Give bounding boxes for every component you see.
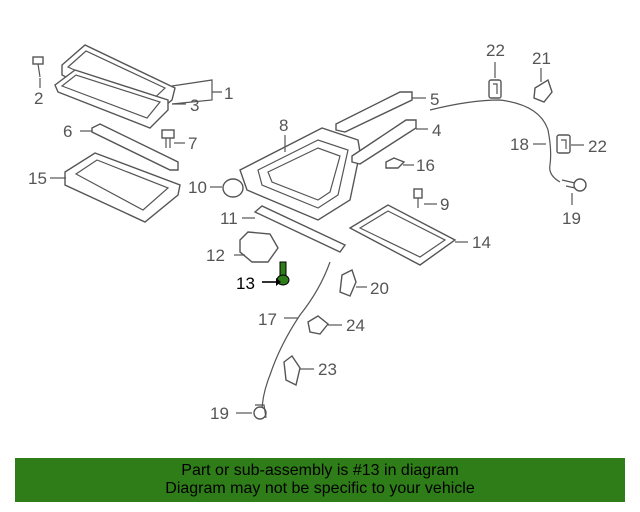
callout-8: 8 [279, 116, 288, 135]
banner-line-1: Part or sub-assembly is #13 in diagram [181, 462, 459, 479]
deflector-part-6 [91, 123, 179, 171]
banner-line-2: Diagram may not be specific to your vehi… [165, 480, 475, 497]
callout-21: 21 [532, 49, 551, 68]
frame-part-8 [239, 127, 361, 221]
callout-18: 18 [510, 135, 529, 154]
guide-rail-part-5 [335, 91, 413, 133]
callout-24: 24 [346, 316, 365, 335]
callout-1: 1 [224, 84, 233, 103]
bolt-part-9 [413, 188, 423, 208]
leader-13-arrow [276, 278, 281, 286]
callout-22-right: 22 [588, 137, 607, 156]
leader-1 [171, 79, 222, 105]
callout-23: 23 [318, 360, 337, 379]
glass-part-14 [348, 204, 457, 266]
callout-5: 5 [430, 90, 439, 109]
cable-end-part-19-lower [253, 404, 267, 420]
callout-7: 7 [188, 134, 197, 153]
callout-16: 16 [416, 156, 435, 175]
clip-part-22-top [488, 79, 502, 99]
callout-20: 20 [370, 279, 389, 298]
callout-3: 3 [190, 96, 199, 115]
callout-9: 9 [440, 195, 449, 214]
info-banner: Part or sub-assembly is #13 in diagram D… [15, 458, 625, 502]
callout-19-lower: 19 [210, 404, 229, 423]
callout-22-top: 22 [486, 41, 505, 60]
callout-12: 12 [206, 246, 225, 265]
cable-part-17 [261, 261, 331, 413]
bracket-part-16 [385, 157, 406, 169]
callout-2: 2 [34, 89, 43, 108]
clip-part-21 [533, 78, 553, 103]
cable-end-part-19-upper [561, 178, 587, 192]
bracket-part-24 [307, 315, 329, 335]
glass-seal-part-3 [54, 69, 169, 129]
bumper-part-10 [222, 178, 244, 198]
callout-14: 14 [472, 233, 491, 252]
callout-10: 10 [188, 178, 207, 197]
sunshade-part-15 [64, 152, 181, 223]
bolt-part-2 [32, 56, 44, 78]
bracket-part-23 [283, 354, 301, 387]
callout-11: 11 [220, 209, 238, 228]
callout-13[interactable]: 13 [236, 274, 255, 293]
parts-diagram: 1 3 2 6 7 15 10 8 5 [28, 41, 607, 423]
bracket-part-20 [339, 269, 357, 297]
clip-part-22-right [556, 134, 571, 154]
callout-15: 15 [28, 169, 47, 188]
motor-part-12 [239, 231, 279, 263]
guide-rail-part-4 [351, 119, 417, 165]
callout-4: 4 [432, 121, 441, 140]
drain-part-11 [253, 205, 347, 253]
callout-6: 6 [63, 122, 72, 141]
callout-19-upper: 19 [562, 209, 581, 228]
cable-part-18 [429, 99, 561, 183]
bolt-part-7 [161, 129, 175, 148]
callout-17: 17 [258, 310, 277, 329]
